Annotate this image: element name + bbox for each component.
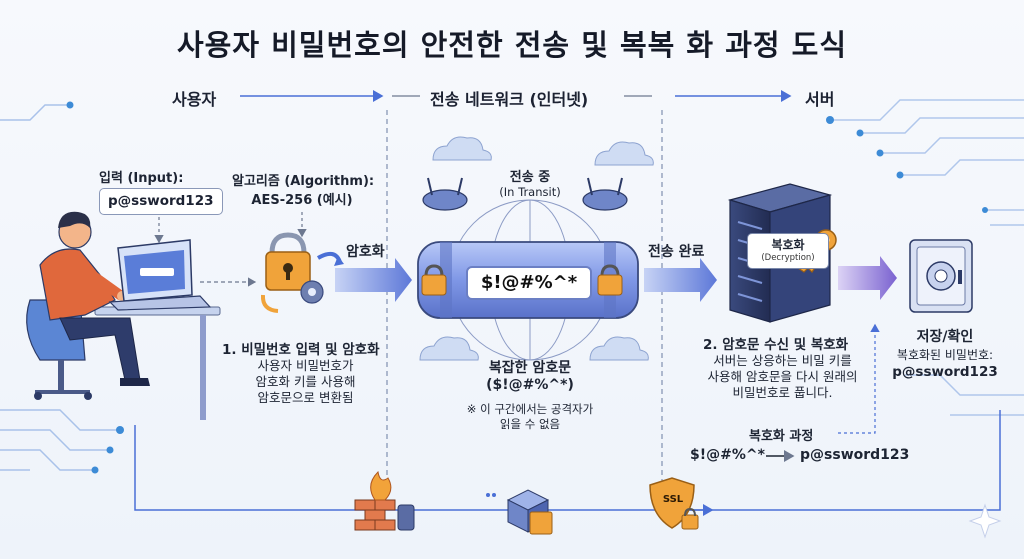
complex-cipher-label: 복잡한 암호문 ($!@#%^*) [486,360,574,393]
transfer-done-label: 전송 완료 [648,244,705,260]
circuit-lines-left [0,104,120,471]
decryption-tag: 복호화 (Decryption) [747,233,829,269]
store-arrow [838,256,897,300]
page-title: 사용자 비밀번호의 안전한 전송 및 복복 화 과정 도식 [176,28,848,62]
ssl-shield-icon [649,477,699,530]
sparkle-icon [968,503,1002,539]
header-user: 사용자 [172,90,217,109]
firewall-icon [354,470,415,531]
clouds [419,136,654,361]
user-illustration [26,211,221,420]
transit-label: 전송 중 (In Transit) [499,170,561,199]
encrypt-arrow [335,258,412,302]
header-network: 전송 네트워크 (인터넷) [430,90,589,109]
algorithm-label: 알고리즘 (Algorithm): AES-256 (예시) [232,174,375,208]
decrypt-process-from: $!@#%^* [690,447,765,463]
package-icon [486,489,553,535]
lock-gear-illustration [260,232,344,313]
store-value: p@ssword123 [892,364,998,380]
decrypt-process-to: p@ssword123 [800,447,910,463]
step1-description: 사용자 비밀번호가 암호화 키를 사용해 암호문으로 변환됨 [255,358,356,405]
header-server: 서버 [805,90,835,109]
store-description: 복호화된 비밀번호: [896,348,994,362]
security-note: ※ 이 구간에서는 공격자가 읽을 수 없음 [466,402,594,431]
step2-description: 서버는 상응하는 비밀 키를 사용해 암호문을 다시 원래의 비밀번호로 풉니다… [707,353,858,400]
ssl-text: SSL [662,494,684,505]
bottom-flow-line [134,425,1001,511]
step2-title: 2. 암호문 수신 및 복호화 [703,337,849,353]
step1-title: 1. 비밀번호 입력 및 암호화 [222,342,380,358]
decrypt-process-label: 복호화 과정 [749,429,814,444]
encrypt-label: 암호화 [346,244,385,260]
input-label: 입력 (Input): [99,171,184,186]
store-title: 저장/확인 [916,329,974,345]
router-right [582,177,628,211]
router-left [422,177,468,211]
transfer-arrow [644,258,717,302]
safe-illustration [909,239,973,313]
circuit-lines-right [830,99,1024,416]
password-input: p@ssword123 [99,188,223,215]
ciphertext-display: $!@#%^* [466,266,592,300]
